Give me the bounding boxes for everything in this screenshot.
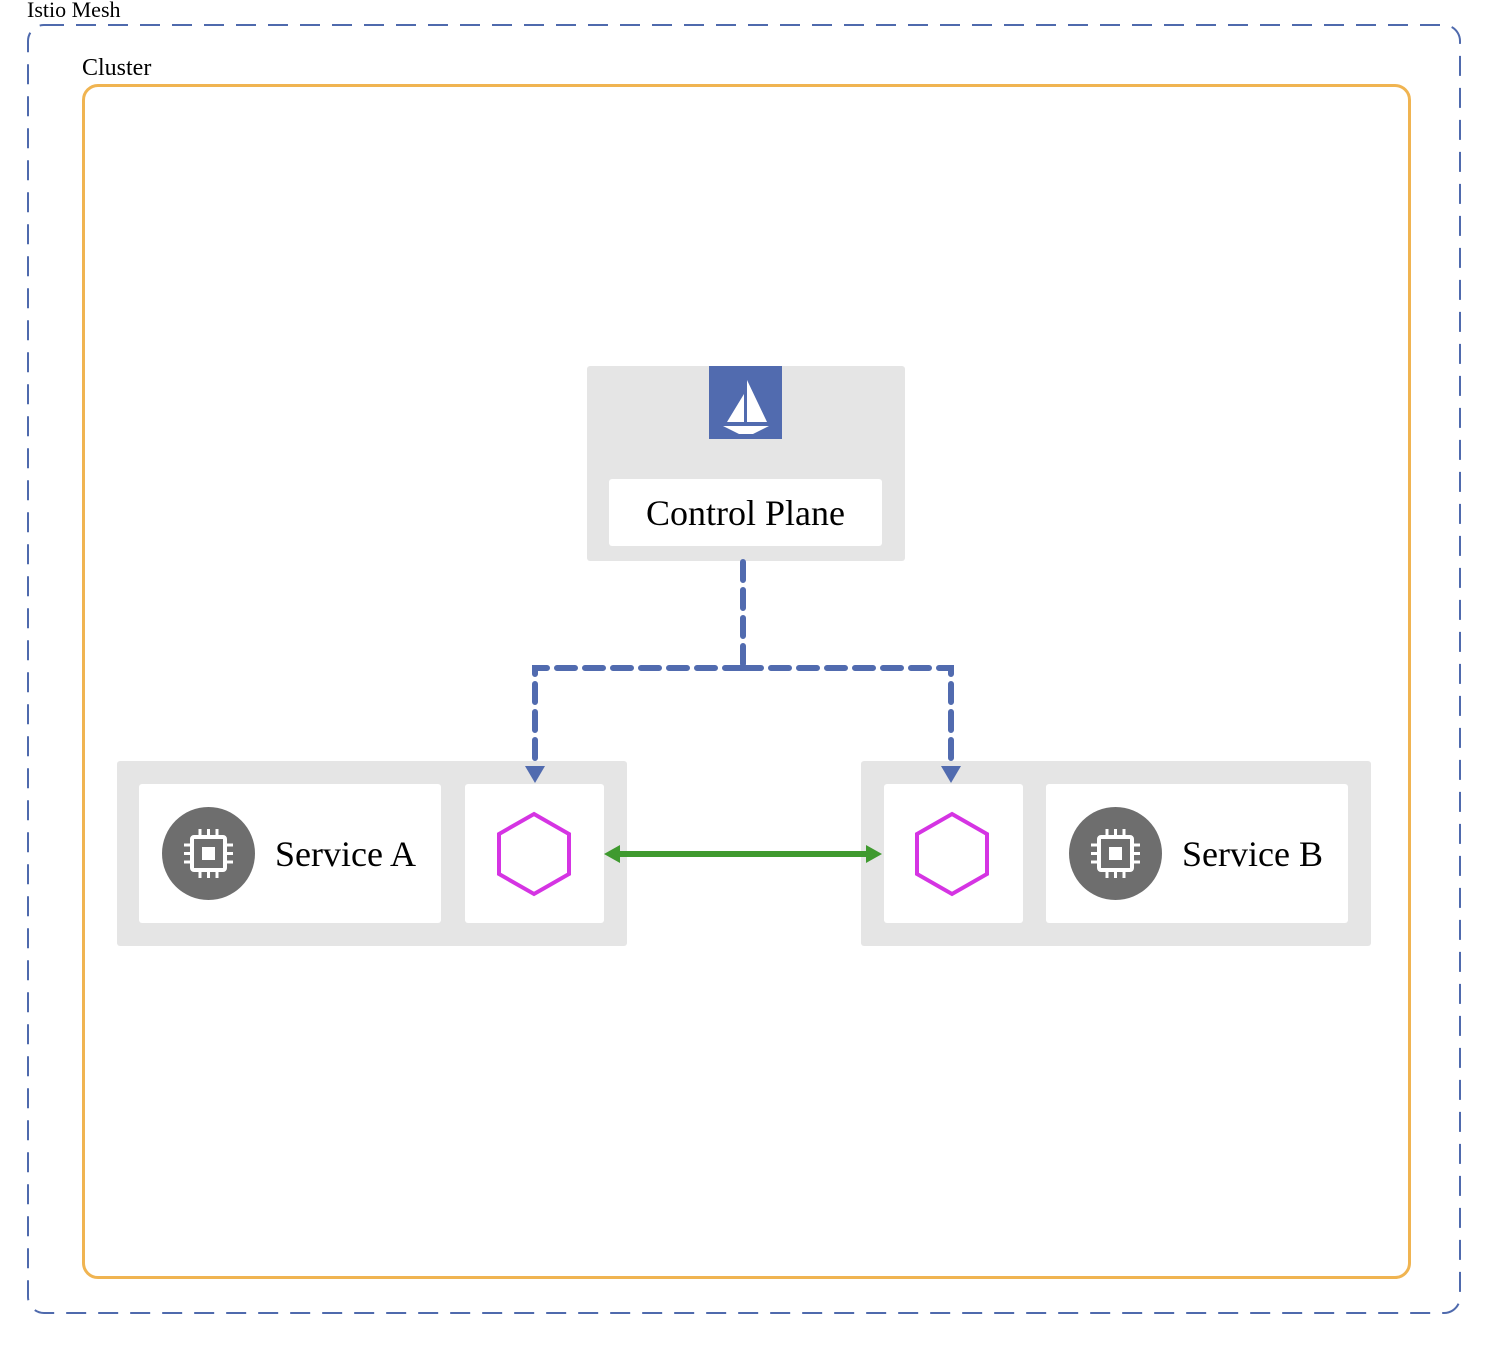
service-b-label: Service B <box>1182 834 1323 874</box>
envoy-hexagon-icon <box>915 811 989 897</box>
istio-sail-icon <box>709 366 782 439</box>
istio-mesh-boundary <box>27 24 1461 1314</box>
service-a-label: Service A <box>275 834 416 874</box>
control-plane-label: Control Plane <box>609 479 882 546</box>
istio-mesh-label: Istio Mesh <box>27 0 121 22</box>
envoy-hexagon-icon <box>497 811 571 897</box>
sidecar-proxy-a-box <box>465 784 604 923</box>
cluster-boundary <box>82 84 1411 1279</box>
cluster-label: Cluster <box>82 55 152 81</box>
sidecar-proxy-b-box <box>884 784 1023 923</box>
cpu-chip-icon <box>162 807 255 900</box>
cpu-chip-icon <box>1069 807 1162 900</box>
